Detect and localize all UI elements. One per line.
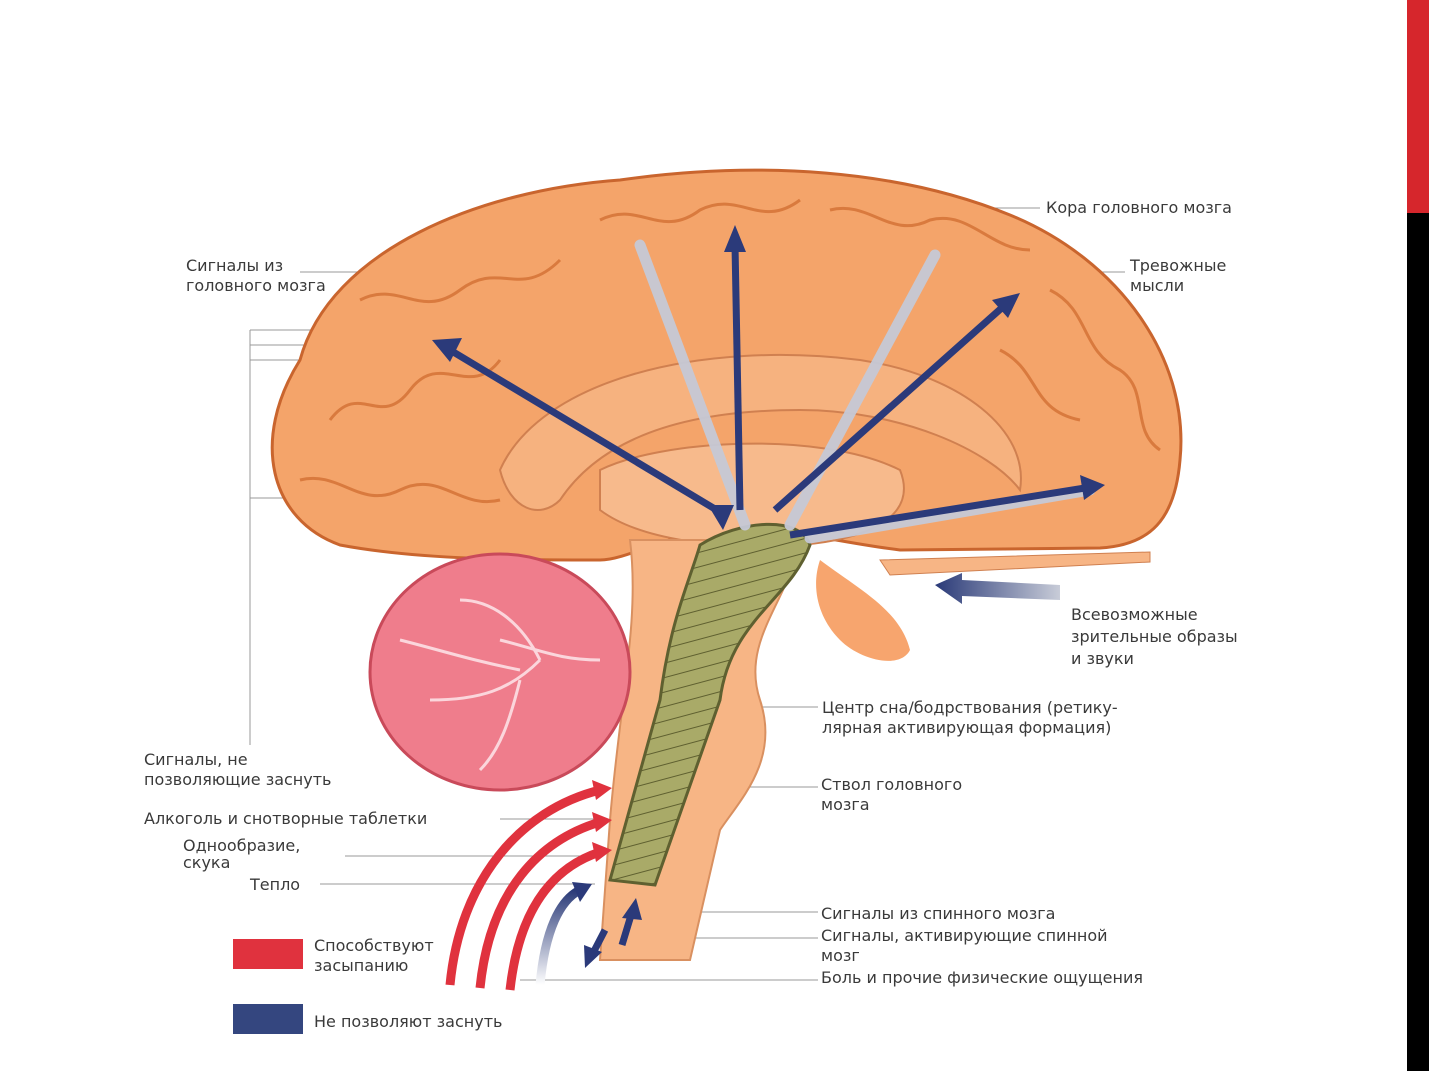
label-anxious-thoughts: Тревожные мысли (1130, 256, 1227, 295)
label-signals-no-sleep: Сигналы, не позволяющие заснуть (144, 750, 332, 789)
legend-swatch-promote (233, 939, 303, 969)
label-signals-from-brain: Сигналы из головного мозга (186, 256, 326, 295)
reticular-formation (608, 522, 812, 887)
optic-nerve (879, 551, 1151, 576)
label-spinal-activating: Сигналы, активирующие спинной мозг (821, 926, 1108, 965)
cerebellum (368, 552, 632, 792)
spinal-arrows (584, 898, 642, 968)
gyri (299, 198, 1161, 504)
label-cortex: Кора головного мозга (1046, 198, 1232, 217)
label-pain: Боль и прочие физические ощущения (821, 968, 1143, 987)
blue-arrow-from-below (535, 885, 583, 986)
pituitary (816, 560, 910, 661)
red-arrows (445, 785, 602, 991)
label-spinal-signals: Сигналы из спинного мозга (821, 904, 1056, 923)
accent-bar-red (1407, 0, 1429, 213)
blue-arrows (432, 225, 1105, 539)
label-brainstem: Ствол головного мозга (821, 775, 963, 814)
label-alcohol: Алкоголь и снотворные таблетки (144, 809, 428, 828)
label-visual-sounds: Всевозможные зрительные образы и звуки (1071, 605, 1238, 668)
cerebellum-arbor (399, 598, 601, 772)
visual-input-arrow (935, 573, 1060, 604)
brain-diagram (249, 168, 1183, 991)
label-sleep-center: Центр сна/бодрствования (ретику- лярная … (822, 698, 1118, 737)
legend-label-prevent: Не позволяют заснуть (314, 1012, 503, 1031)
label-warmth: Тепло (250, 875, 301, 894)
corpus-callosum (498, 354, 1022, 511)
accent-bar-black (1407, 213, 1429, 1071)
legend-label-promote: Способствуют засыпанию (314, 936, 434, 975)
legend-swatch-prevent (233, 1004, 303, 1034)
label-monotony: Однообразие, скука (183, 836, 301, 872)
